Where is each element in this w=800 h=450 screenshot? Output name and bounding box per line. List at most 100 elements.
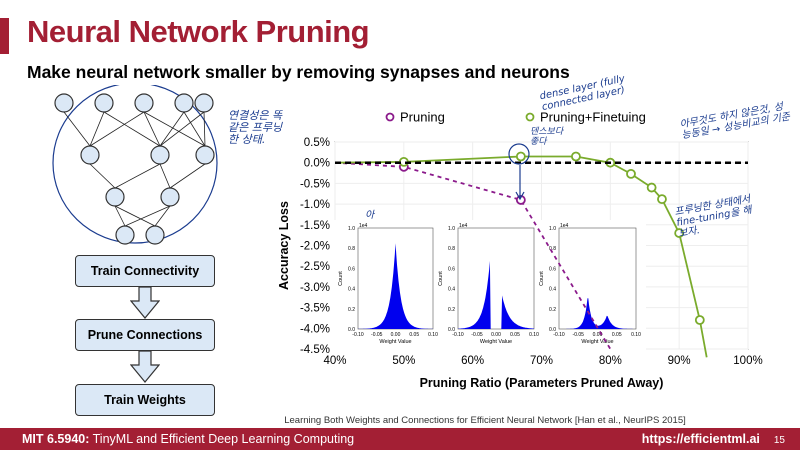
inset-y-tick: 0.6 bbox=[448, 266, 455, 272]
neuron bbox=[80, 145, 100, 165]
inset-y-tick: 1.0 bbox=[348, 226, 355, 232]
connection bbox=[114, 163, 161, 189]
connection bbox=[124, 205, 171, 227]
x-tick-label: 90% bbox=[668, 355, 691, 367]
connection bbox=[89, 111, 105, 147]
slide-subtitle: Make neural network smaller by removing … bbox=[27, 62, 570, 82]
neuron bbox=[105, 187, 125, 207]
pipeline-step-train-connectivity: Train Connectivity bbox=[75, 255, 215, 287]
course-url[interactable]: https://efficientml.ai bbox=[641, 432, 760, 446]
connection bbox=[114, 205, 126, 227]
inset-y-tick: 0.4 bbox=[448, 287, 455, 293]
data-point bbox=[694, 315, 705, 325]
connection bbox=[183, 111, 206, 147]
connection bbox=[159, 111, 185, 147]
inset-y-tick: 1.0 bbox=[549, 226, 556, 232]
connection bbox=[89, 111, 145, 147]
footer-bar: MIT 6.5940: TinyML and Efficient Deep Le… bbox=[0, 428, 800, 450]
annotation-network: 연결성은 똑같은 프루닝한 상태. bbox=[228, 109, 283, 147]
inset-x-tick: -0.10 bbox=[352, 332, 364, 338]
connection bbox=[143, 111, 161, 147]
data-point bbox=[515, 151, 526, 162]
x-tick-label: 50% bbox=[392, 355, 415, 367]
inset-y-tick: 0.8 bbox=[448, 246, 455, 252]
title-accent-bar bbox=[0, 18, 9, 54]
arrow-down-icon bbox=[130, 350, 160, 383]
hand-circle bbox=[508, 143, 530, 165]
y-tick-label: -1.0% bbox=[300, 199, 330, 211]
inset-y-tick: 0.2 bbox=[448, 307, 455, 313]
inset-x-tick: -0.10 bbox=[553, 332, 565, 338]
connection bbox=[114, 205, 156, 227]
y-tick-label: 0.5% bbox=[304, 137, 330, 149]
inset-x-label: Weight Value bbox=[379, 339, 411, 345]
y-tick-label: -4.0% bbox=[300, 323, 330, 335]
pipeline-step-prune-connections: Prune Connections bbox=[75, 319, 215, 351]
y-tick-label: -2.5% bbox=[300, 261, 330, 273]
inset-x-tick: 0.05 bbox=[612, 332, 622, 338]
y-tick-label: -0.5% bbox=[300, 178, 330, 190]
neuron bbox=[145, 225, 165, 245]
neuron bbox=[195, 145, 215, 165]
annotation-better: 덴스보다 좋다 bbox=[530, 127, 564, 147]
hand-arrow bbox=[515, 165, 525, 201]
citation: Learning Both Weights and Connections fo… bbox=[284, 415, 686, 426]
inset-y-tick: 0.6 bbox=[348, 266, 355, 272]
inset-y-tick: 0.4 bbox=[549, 287, 556, 293]
neuron bbox=[174, 93, 194, 113]
neuron bbox=[194, 93, 214, 113]
series-line bbox=[334, 161, 612, 350]
inset-y-tick: 0.8 bbox=[348, 246, 355, 252]
y-tick-label: 0.0% bbox=[304, 158, 330, 170]
inset-background bbox=[534, 220, 646, 355]
pipeline-arrows bbox=[130, 287, 160, 383]
inset-x-tick: 0.00 bbox=[491, 332, 501, 338]
inset-y-tick: 0.8 bbox=[549, 246, 556, 252]
inset-scale: 1e4 bbox=[359, 223, 368, 229]
hand-circle bbox=[52, 85, 218, 244]
histogram-area bbox=[358, 243, 433, 329]
legend-marker bbox=[385, 112, 395, 122]
connection bbox=[63, 111, 91, 147]
neuron bbox=[54, 93, 74, 113]
inset-y-label: Count bbox=[338, 271, 344, 286]
inset-y-label: Count bbox=[539, 271, 545, 286]
y-tick-label: -3.0% bbox=[300, 282, 330, 294]
inset-y-tick: 0.2 bbox=[549, 307, 556, 313]
data-point bbox=[626, 168, 636, 179]
inset-histogram: 0.0 0.2 0.4 0.6 0.8 1.0 -0.10 -0.05 0.00 0.05 0.10… bbox=[539, 223, 641, 345]
data-point bbox=[571, 151, 581, 162]
inset-y-tick: 0.6 bbox=[549, 266, 556, 272]
x-tick-label: 60% bbox=[461, 355, 484, 367]
x-tick-label: 80% bbox=[599, 355, 622, 367]
inset-x-tick: 0.10 bbox=[631, 332, 641, 338]
inset-x-tick: 0.00 bbox=[593, 332, 603, 338]
inset-y-label: Count bbox=[438, 271, 444, 286]
annotation-small: 아 bbox=[365, 210, 375, 221]
inset-y-tick: 0.0 bbox=[549, 327, 556, 333]
y-tick-label: -1.5% bbox=[300, 220, 330, 232]
inset-x-tick: 0.10 bbox=[428, 332, 438, 338]
legend-marker bbox=[525, 112, 535, 122]
page-number: 15 bbox=[773, 435, 785, 446]
slide-title: Neural Network Pruning bbox=[27, 14, 370, 49]
inset-x-tick: -0.05 bbox=[371, 332, 383, 338]
inset-x-tick: 0.05 bbox=[510, 332, 520, 338]
course-code: MIT 6.5940: bbox=[22, 432, 90, 446]
y-tick-label: -3.5% bbox=[300, 303, 330, 315]
pipeline-step-train-weights: Train Weights bbox=[75, 384, 215, 416]
neuron bbox=[150, 145, 170, 165]
data-point bbox=[674, 228, 685, 238]
x-tick-label: 40% bbox=[323, 355, 346, 367]
inset-y-tick: 0.0 bbox=[348, 327, 355, 333]
inset-scale: 1e4 bbox=[459, 223, 468, 229]
inset-x-tick: -0.05 bbox=[573, 332, 585, 338]
data-point bbox=[646, 182, 657, 193]
inset-y-tick: 1.0 bbox=[448, 226, 455, 232]
neuron bbox=[160, 187, 180, 207]
course-name: TinyML and Efficient Deep Learning Compu… bbox=[89, 432, 355, 446]
arrow-down-icon bbox=[130, 287, 160, 319]
